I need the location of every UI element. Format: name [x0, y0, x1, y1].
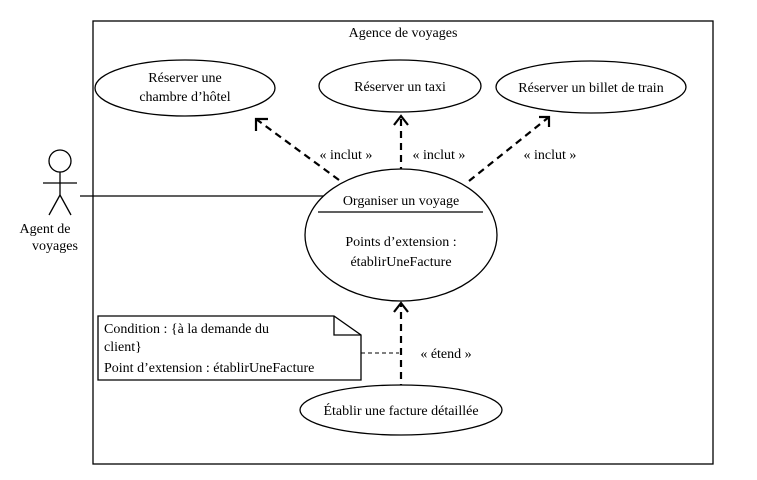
- include-train-dependency: [468, 115, 551, 182]
- include-taxi-dependency: [393, 114, 409, 174]
- condition-note: [97, 315, 362, 381]
- include-hotel-arrowhead: [254, 117, 268, 131]
- actor-left-leg: [48, 194, 61, 216]
- condition-note-line1: Condition : {à la demande du: [104, 322, 269, 337]
- condition-note-fold: [333, 316, 361, 336]
- extend-facture-dependency: [393, 301, 409, 391]
- condition-note-line3: Point d’extension : établirUneFacture: [104, 361, 314, 376]
- use-case-hotel-line1: Réserver une: [148, 71, 221, 86]
- use-case-facture-label: Établir une facture détaillée: [323, 402, 478, 419]
- use-case-hotel: [94, 59, 276, 117]
- include-hotel-label: « inclut »: [320, 148, 373, 163]
- use-case-voyage-ext-label: Points d’extension :: [345, 235, 456, 250]
- use-case-train-label: Réserver un billet de train: [518, 81, 663, 96]
- extend-facture-arrowhead: [393, 301, 409, 313]
- use-case-hotel-line2: chambre d’hôtel: [139, 90, 230, 105]
- include-hotel-line: [255, 118, 340, 181]
- use-case-taxi-label: Réserver un taxi: [354, 80, 446, 95]
- use-case-voyage-title: Organiser un voyage: [343, 194, 459, 209]
- system-title: Agence de voyages: [349, 26, 458, 41]
- actor-right-leg: [59, 194, 72, 216]
- include-taxi-arrowhead: [393, 114, 409, 126]
- include-taxi-label: « inclut »: [413, 148, 466, 163]
- actor-label-line1: Agent de: [20, 222, 71, 237]
- actor-label-line2: voyages: [32, 239, 78, 254]
- use-case-train: [495, 60, 687, 114]
- actor-agent: Agent de voyages: [20, 149, 78, 254]
- use-case-facture: [299, 384, 503, 436]
- include-hotel-dependency: [254, 117, 340, 181]
- include-train-label: « inclut »: [524, 148, 577, 163]
- include-train-arrowhead: [539, 115, 551, 127]
- use-case-taxi: [318, 59, 482, 113]
- include-train-line: [468, 116, 550, 182]
- actor-head: [48, 149, 72, 173]
- use-case-voyage: [304, 168, 498, 302]
- use-case-voyage-ext-point: établirUneFacture: [350, 255, 451, 270]
- condition-note-line2: client}: [104, 340, 142, 355]
- extend-facture-label: « étend »: [420, 347, 471, 362]
